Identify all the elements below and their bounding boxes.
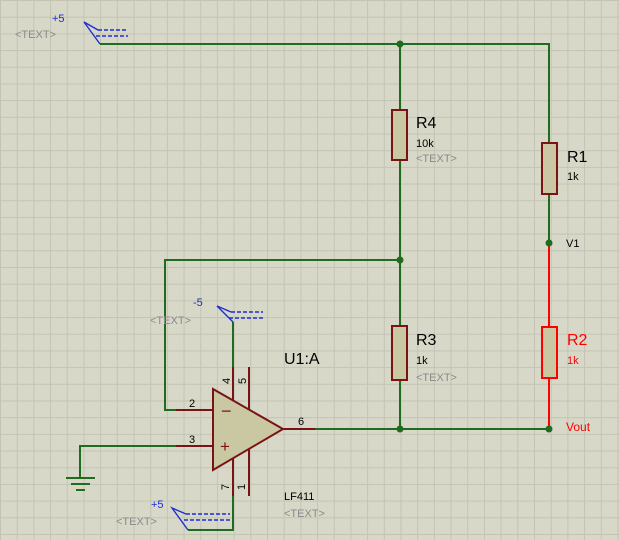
terminal-neg-icon[interactable]: [216, 305, 263, 323]
pin-3-label: 3: [189, 434, 195, 446]
supply-neg-text: <TEXT>: [150, 315, 191, 327]
junction-v1: [545, 239, 553, 247]
ground-icon[interactable]: [66, 477, 95, 491]
net-v1-label: V1: [566, 238, 579, 250]
opamp-u1[interactable]: − +: [176, 367, 315, 496]
inverting-sign: −: [221, 401, 232, 421]
wire-feedback[interactable]: [164, 259, 400, 411]
r4-text: <TEXT>: [416, 153, 457, 165]
supply-bottom-text: <TEXT>: [116, 516, 157, 528]
r2-value: 1k: [567, 355, 579, 367]
junction-output: [396, 425, 404, 433]
junction-top: [396, 40, 404, 48]
noninverting-sign: +: [220, 437, 230, 456]
pin-7-label: 7: [220, 484, 232, 490]
r2-name: R2: [567, 332, 588, 349]
junctions: [396, 40, 553, 433]
pin-5-label: 5: [237, 378, 249, 384]
u1-part: LF411: [284, 491, 314, 503]
net-vout-label: Vout: [566, 420, 591, 434]
terminal-top-icon[interactable]: [83, 21, 128, 45]
wire-bottom-supply[interactable]: [188, 496, 234, 531]
opamp-body[interactable]: [212, 387, 285, 472]
pin-6-label: 6: [298, 416, 304, 428]
terminal-bottom-icon[interactable]: [169, 506, 230, 531]
resistor-r4[interactable]: [391, 109, 408, 161]
r1-name: R1: [567, 149, 588, 166]
wire-ground[interactable]: [79, 445, 213, 478]
r3-name: R3: [416, 332, 437, 349]
pin-4-label: 4: [221, 378, 233, 384]
r3-text: <TEXT>: [416, 372, 457, 384]
pin-2-label: 2: [189, 398, 195, 410]
pin-1-label: 1: [236, 484, 248, 490]
junction-vout: [545, 425, 553, 433]
supply-neg-value: -5: [193, 297, 203, 309]
resistor-r1[interactable]: [541, 142, 558, 195]
u1-text: <TEXT>: [284, 508, 325, 520]
r4-value: 10k: [416, 138, 434, 150]
r4-name: R4: [416, 115, 437, 132]
labels: +5 <TEXT> R4 10k <TEXT> R1 1k V1 -5 <TEX…: [15, 13, 591, 528]
r3-value: 1k: [416, 355, 428, 367]
supply-bottom-value: +5: [151, 499, 164, 511]
resistor-r3[interactable]: [391, 325, 408, 381]
resistor-r2[interactable]: [541, 326, 558, 379]
u1-name: U1:A: [284, 351, 320, 368]
wire-top-rail[interactable]: [100, 43, 550, 143]
supply-top-value: +5: [52, 13, 65, 25]
junction-feedback: [396, 256, 404, 264]
supply-top-text: <TEXT>: [15, 29, 56, 41]
wires: [79, 43, 550, 531]
r1-value: 1k: [567, 171, 579, 183]
